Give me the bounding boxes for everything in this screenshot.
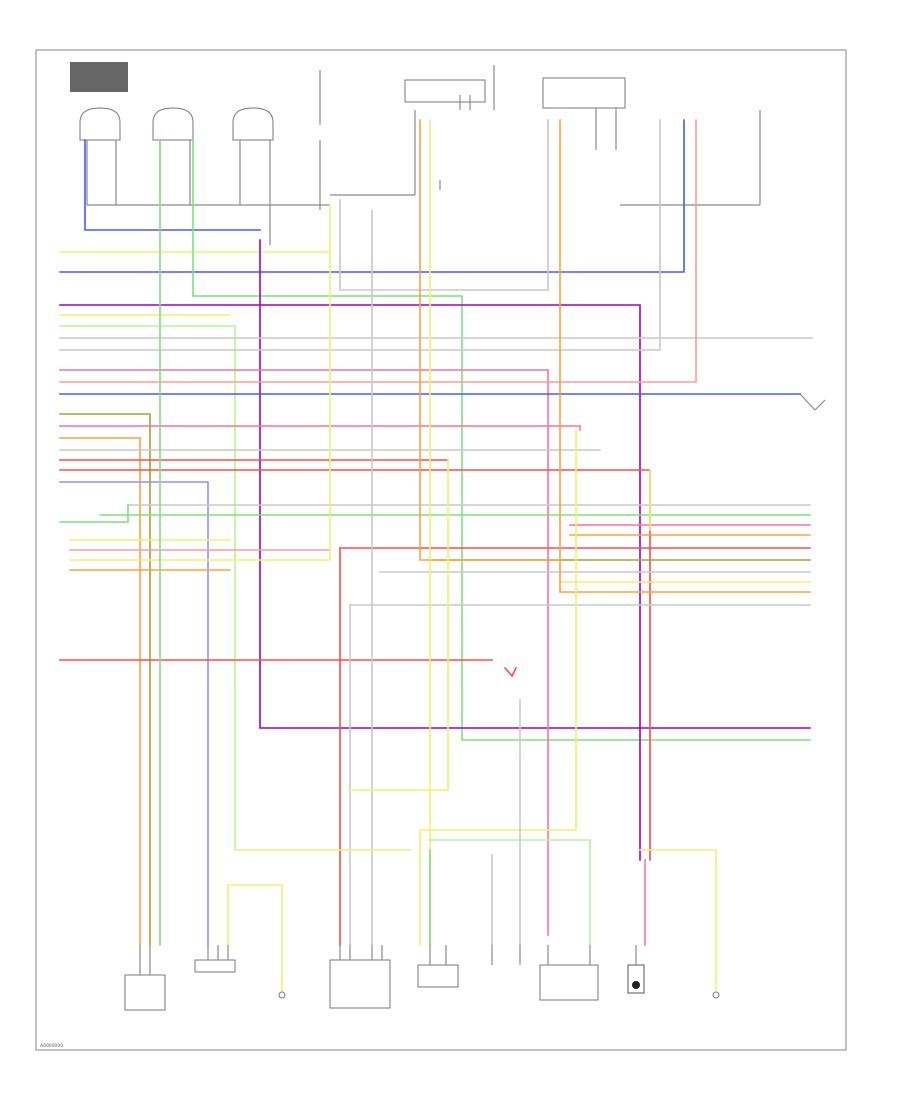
bottom-terminal-stubs (139, 945, 637, 975)
vertical-wires (159, 119, 717, 996)
bus-wires (59, 119, 813, 946)
page-code: A0000000 (40, 1043, 63, 1049)
knock-sensor-group (70, 62, 274, 141)
diagram-border (35, 49, 847, 1051)
ground-symbol-1 (503, 666, 518, 678)
top-relay-boxes (319, 65, 626, 190)
top-connector-stubs (86, 95, 761, 245)
bottom-components (124, 959, 720, 1011)
switch-symbol (799, 393, 826, 411)
